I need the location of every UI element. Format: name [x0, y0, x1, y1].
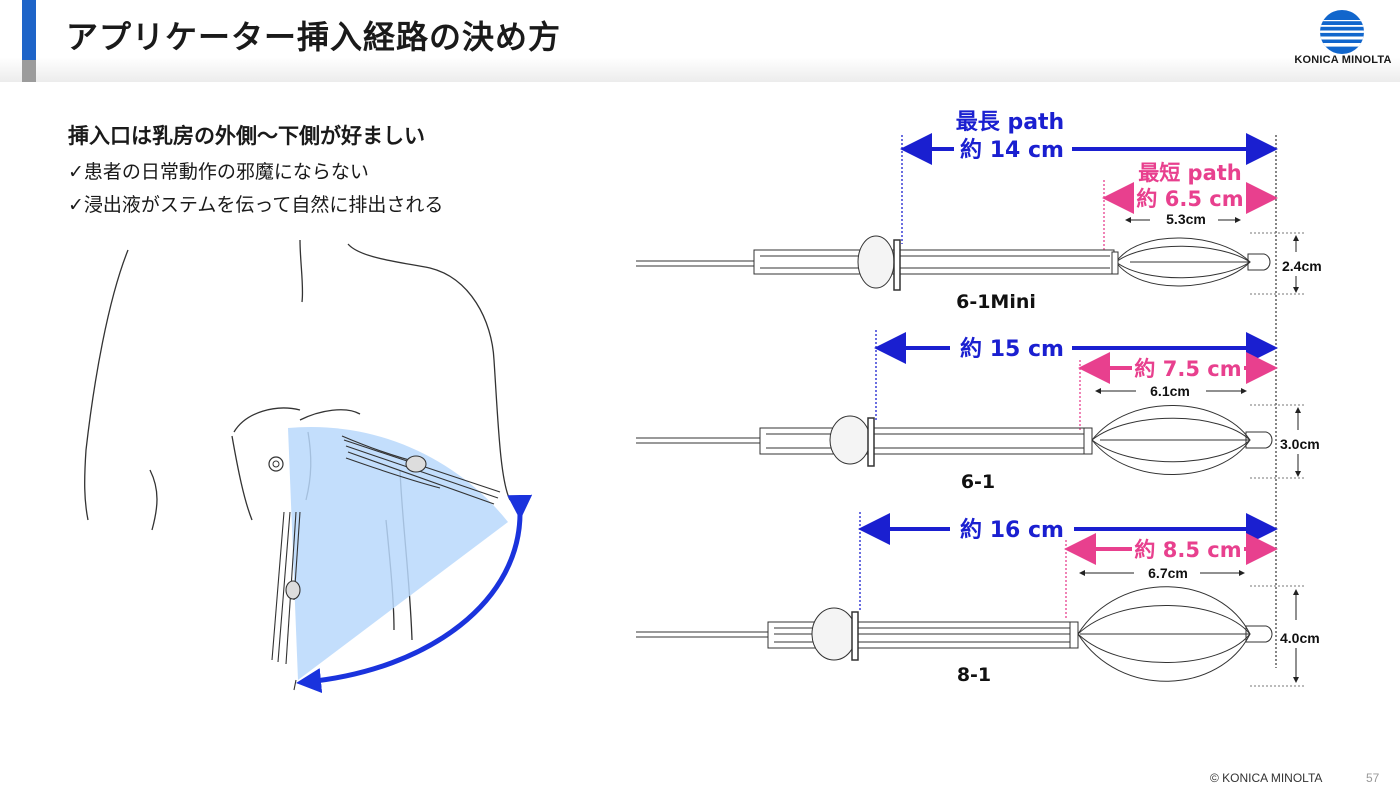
- longest-path-title: 最長 path: [956, 110, 1064, 135]
- longest-path-value: 約 16 cm: [960, 517, 1064, 543]
- bullet-item: ✓患者の日常動作の邪魔にならない: [68, 161, 369, 183]
- model-label: 8-1: [957, 664, 991, 686]
- model-label: 6-1: [961, 471, 995, 493]
- logo-text: KONICA MINOLTA: [1294, 54, 1392, 66]
- applicator-6-1: 約 15 cm 約 7.5 cm 6.1cm 3.0cm 6-1: [636, 330, 1320, 493]
- longest-path-value: 約 15 cm: [960, 336, 1064, 362]
- title-accent-gray: [22, 60, 36, 82]
- insertion-sector: [288, 426, 508, 680]
- balloon-diameter-label: 2.4cm: [1282, 258, 1322, 274]
- applicator-8-1: 約 16 cm 約 8.5 cm 6.7cm 4.0cm 8-: [636, 512, 1320, 687]
- balloon-diameter-label: 4.0cm: [1280, 630, 1320, 646]
- model-label: 6-1Mini: [956, 291, 1036, 313]
- bullet-item: ✓浸出液がステムを伝って自然に排出される: [68, 194, 444, 216]
- page-title: アプリケーター挿入経路の決め方: [66, 18, 562, 56]
- shortest-path-value: 約 7.5 cm: [1134, 357, 1241, 381]
- balloon-length-label: 5.3cm: [1166, 211, 1206, 227]
- shortest-path-title: 最短 path: [1138, 161, 1242, 185]
- balloon-length-label: 6.7cm: [1148, 565, 1188, 581]
- nipple: [268, 456, 284, 472]
- section-heading: 挿入口は乳房の外側～下側が好ましい: [68, 124, 425, 148]
- header-bar: [0, 0, 1400, 82]
- title-accent-blue: [22, 0, 36, 60]
- rotation-arrow: [296, 494, 533, 693]
- footer-copyright: © KONICA MINOLTA: [1210, 771, 1323, 785]
- applicator-6-1mini: 最長 path 約 14 cm 最短 path 約 6.5 cm 5.3cm: [636, 110, 1322, 313]
- balloon-length-label: 6.1cm: [1150, 383, 1190, 399]
- shortest-path-value: 約 6.5 cm: [1136, 187, 1243, 211]
- longest-path-value: 約 14 cm: [960, 137, 1064, 163]
- shortest-path-value: 約 8.5 cm: [1134, 538, 1241, 562]
- balloon-diameter-label: 3.0cm: [1280, 436, 1320, 452]
- page-number: 57: [1366, 771, 1380, 785]
- areola: [272, 460, 280, 468]
- konica-minolta-logo-icon: [1320, 10, 1364, 54]
